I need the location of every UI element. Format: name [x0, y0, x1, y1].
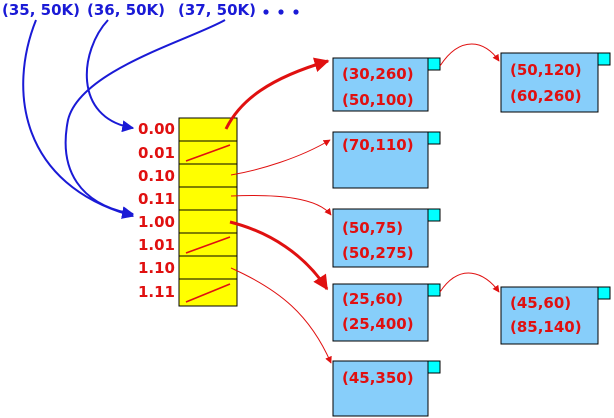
record: (50,120): [510, 61, 582, 79]
overflow-marker: [597, 52, 611, 66]
pointer-arrow: [224, 57, 330, 130]
pointer-arrow: [229, 220, 329, 291]
record: (85,140): [510, 318, 582, 336]
pointer-arrow: [230, 139, 331, 176]
record: (45,60): [510, 294, 571, 312]
insert-labels: (35, 50K) (36, 50K) (37, 50K): [2, 1, 299, 19]
insert-label: (36, 50K): [87, 1, 165, 19]
overflow-marker: [427, 57, 441, 71]
directory-label: 1.01: [138, 236, 175, 254]
directory-label: 0.00: [138, 120, 175, 138]
directory-slot: [178, 209, 238, 234]
overflow-arrow: [439, 272, 500, 293]
directory-label: 1.10: [138, 259, 175, 277]
record: (70,110): [342, 136, 414, 154]
directory-slot: [178, 186, 238, 211]
directory-slot: [178, 255, 238, 280]
directory-pointers: [224, 57, 332, 364]
record: (50,75): [342, 219, 403, 237]
null-slash: [185, 144, 231, 162]
directory-label: 1.11: [138, 283, 175, 301]
null-slash: [185, 283, 231, 303]
record: (60,260): [510, 87, 582, 105]
block: (45,350): [332, 360, 441, 417]
block: (70,110): [332, 131, 441, 189]
insert-label: (37, 50K): [178, 1, 256, 19]
record: (25,400): [342, 315, 414, 333]
directory-label: 0.11: [138, 190, 175, 208]
record: (50,275): [342, 244, 414, 262]
pointer-arrow: [230, 195, 332, 216]
ellipsis-dots: [263, 9, 299, 15]
block: (45,60) (85,140): [500, 286, 611, 345]
directory-label: 0.10: [138, 167, 175, 185]
overflow-arrow: [439, 43, 500, 67]
record: (50,100): [342, 91, 414, 109]
insert-arrow: [85, 19, 135, 133]
block: (50,120) (60,260): [500, 52, 611, 113]
block: (50,75) (50,275): [332, 208, 441, 268]
block: (30,260) (50,100): [332, 57, 441, 112]
record: (30,260): [342, 65, 414, 83]
insert-arrows: [22, 19, 226, 219]
pointer-arrow: [230, 267, 332, 364]
record: (25,60): [342, 290, 403, 308]
overflow-marker: [427, 360, 441, 374]
insert-arrow: [64, 19, 226, 219]
directory-slot: [178, 163, 238, 188]
overflow-links: [439, 43, 500, 293]
null-pointers: [185, 144, 231, 303]
overflow-marker: [427, 283, 441, 297]
directory-label: 1.00: [138, 213, 175, 231]
directory-label: 0.01: [138, 144, 175, 162]
overflow-marker: [427, 208, 441, 222]
overflow-marker: [427, 131, 441, 145]
directory-labels: 0.00 0.01 0.10 0.11 1.00 1.01 1.10 1.11: [138, 120, 175, 301]
null-slash: [185, 236, 231, 254]
overflow-marker: [597, 286, 611, 300]
record: (45,350): [342, 369, 414, 387]
block: (25,60) (25,400): [332, 283, 441, 342]
insert-label: (35, 50K): [2, 1, 80, 19]
directory-slot: [178, 117, 238, 142]
insert-arrow: [22, 19, 135, 219]
data-blocks: (30,260) (50,100) (70,110) (50,75) (50,2…: [332, 52, 611, 417]
directory-array: [178, 117, 238, 307]
